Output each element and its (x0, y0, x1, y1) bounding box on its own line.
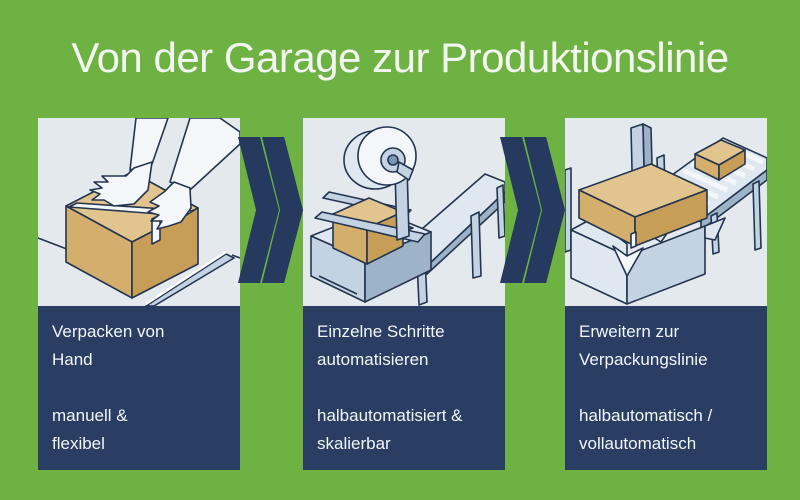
step-panel-3: Erweitern zur Verpackungslinie halbautom… (565, 118, 767, 470)
packaging-line-illustration (565, 118, 767, 306)
hand-packing-illustration (38, 118, 240, 306)
double-chevron-arrow (238, 137, 304, 283)
panel-caption: Verpacken von Hand manuell & flexibel (38, 306, 240, 470)
panel-caption: Erweitern zur Verpackungslinie halbautom… (565, 306, 767, 470)
step-panel-1: Verpacken von Hand manuell & flexibel (38, 118, 240, 470)
taping-machine-illustration (303, 118, 505, 306)
panel-illustration (565, 118, 767, 306)
panel-illustration (303, 118, 505, 306)
panel-illustration (38, 118, 240, 306)
step-panel-2: Einzelne Schritte automatisieren halbaut… (303, 118, 505, 470)
panel-caption: Einzelne Schritte automatisieren halbaut… (303, 306, 505, 470)
page-title: Von der Garage zur Produktionslinie (71, 34, 729, 81)
double-chevron-arrow (500, 137, 566, 283)
